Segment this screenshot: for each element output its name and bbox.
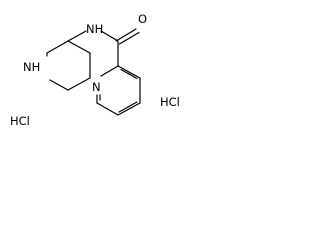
atom-label-piperidine-nh: NH [23, 60, 40, 74]
bond-c1-n [49, 79, 69, 91]
bond-c4-amide-n [67, 30, 87, 42]
salt-label-hcl: HCl [10, 114, 30, 128]
atom-label-amide-nh: NH [86, 22, 103, 36]
bond-py-c6-c1 [96, 102, 119, 116]
salt-label-hcl: HCl [160, 95, 180, 109]
bond-py-c3-c4 [117, 65, 141, 79]
bond-c4-c5 [46, 40, 69, 54]
bond-py-c5-c6-inner [118, 101, 138, 113]
pyridine-ring [96, 65, 141, 116]
molecule-structure: NH NH O N [23, 12, 147, 116]
bond-carbonyl-double-a [115, 28, 137, 42]
bond-c4-c3 [67, 40, 91, 54]
atom-label-carbonyl-o: O [138, 12, 147, 26]
bond-carbonyl-double-b [118, 31, 140, 45]
atom-label-pyridine-n: N [92, 80, 101, 94]
bond-amide-n-carbonyl-c [100, 30, 119, 42]
bond-c2-c1 [67, 77, 91, 91]
bond-py-c4-c4-inner [120, 68, 138, 80]
bond-py-n-c2 [100, 65, 119, 77]
piperidine-ring [46, 40, 91, 91]
bond-py-c5-c6 [117, 102, 141, 116]
